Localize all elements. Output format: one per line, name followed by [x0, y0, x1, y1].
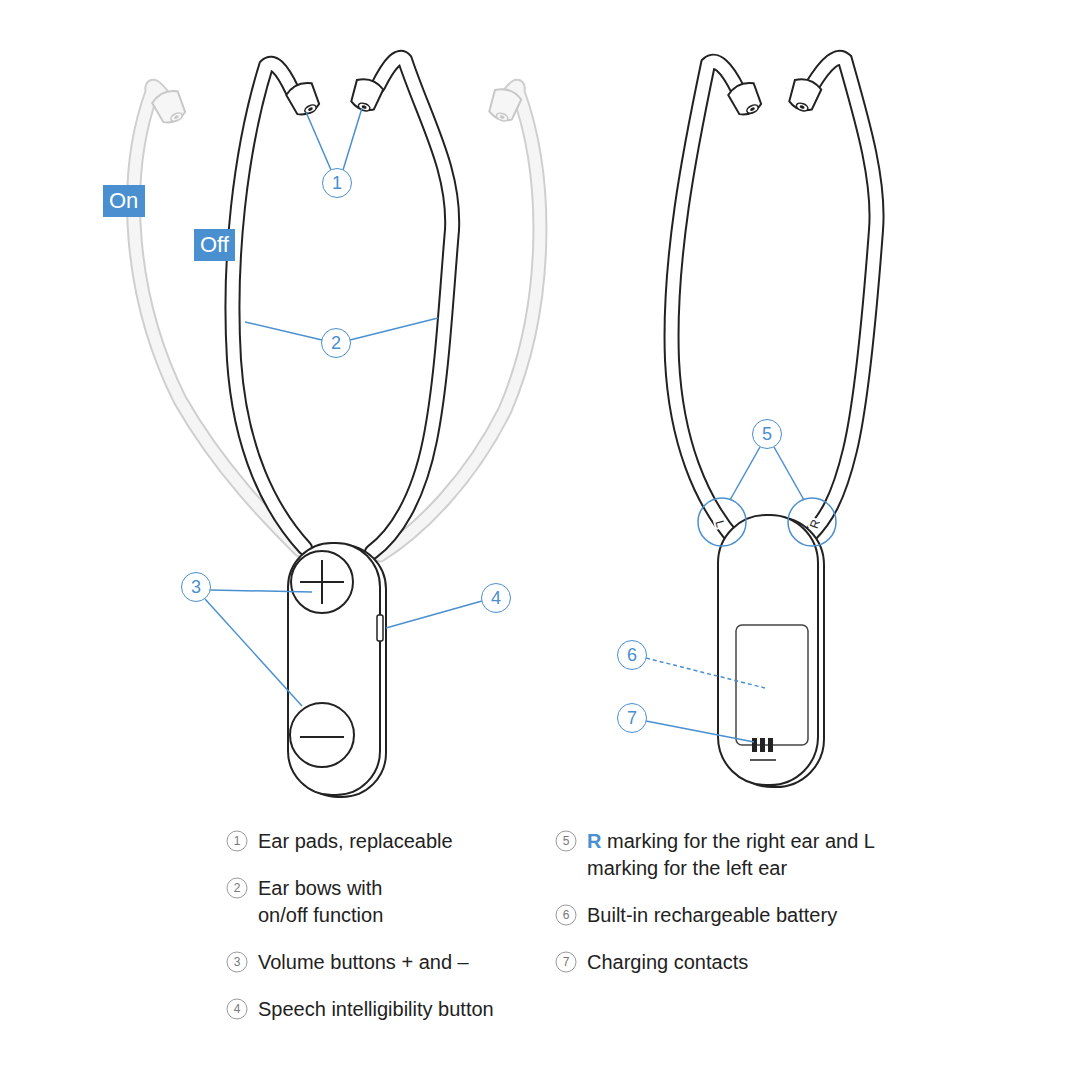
on-position-tag: On [103, 185, 145, 217]
key-number: 2 [227, 878, 248, 899]
position-label: On [109, 188, 139, 214]
key-text: Ear bows with on/off function [258, 875, 428, 929]
position-label: Off [200, 232, 229, 258]
key-text: Speech intelligibility button [258, 996, 558, 1023]
key-text: Volume buttons + and – [258, 949, 558, 976]
control-unit [288, 543, 386, 797]
callout-number: 1 [322, 168, 352, 198]
ear-bows-right-device [672, 58, 877, 540]
callout-number: 5 [752, 419, 782, 449]
control-unit-back [718, 515, 824, 787]
key-text: R marking for the right ear and L markin… [587, 828, 907, 882]
ghost-bows [134, 86, 540, 555]
key-text: Built-in rechargeable battery [587, 902, 907, 929]
key-number: 6 [556, 905, 577, 926]
key-number: 4 [227, 999, 248, 1020]
off-position-tag: Off [194, 229, 235, 261]
callout-number: 6 [617, 640, 647, 670]
key-text: Ear pads, replaceable [258, 828, 558, 855]
callout-number: 7 [617, 703, 647, 733]
key-number: 1 [227, 831, 248, 852]
ear-bows-left-device [232, 58, 452, 552]
callout-number: 2 [321, 328, 351, 358]
key-text: Charging contacts [587, 949, 907, 976]
key-number: 3 [227, 952, 248, 973]
callout-number: 4 [481, 583, 511, 613]
key-number: 5 [556, 831, 577, 852]
key-number: 7 [556, 952, 577, 973]
callout-number: 3 [181, 572, 211, 602]
leader-lines [205, 108, 804, 742]
